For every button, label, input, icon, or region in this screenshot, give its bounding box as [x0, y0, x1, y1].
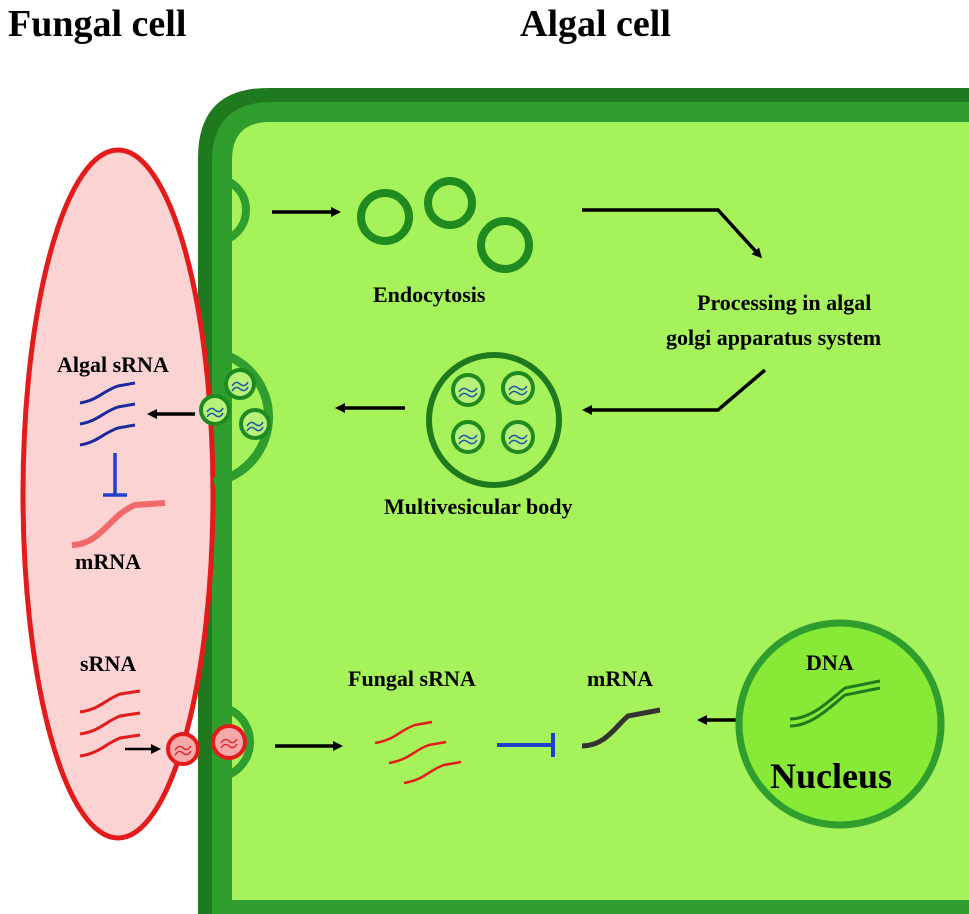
dna-label: DNA [806, 650, 854, 675]
exocytosis-vesicle [224, 368, 256, 400]
arrow-golgi-to-mvb [582, 368, 767, 415]
mvb-vesicle [501, 420, 535, 454]
fungal-mrna-label: mRNA [75, 549, 141, 574]
nucleus [735, 619, 945, 829]
processing-label-line2: golgi apparatus system [666, 325, 881, 350]
inhibition-symbol-fungal [103, 453, 127, 497]
fungal-mrna-strand [71, 500, 166, 548]
fungal-srna-in-algal-strands [374, 720, 462, 785]
multivesicular-body-label: Multivesicular body [384, 494, 572, 519]
fungal-srna-strands [79, 689, 141, 758]
dna-strand [789, 679, 881, 721]
endocytosis-label: Endocytosis [373, 282, 486, 307]
endocytosis-pit [213, 174, 259, 246]
algal-cell-title: Algal cell [520, 3, 671, 45]
exocytosis-vesicle [199, 394, 231, 426]
fungal-vesicle [211, 724, 247, 760]
mvb-vesicle [451, 420, 485, 454]
processing-label-line1: Processing in algal [697, 290, 871, 315]
endocytic-vesicle [357, 189, 413, 245]
exocytosis-bulge [199, 347, 279, 487]
fungal-srna-label: sRNA [80, 651, 136, 676]
algal-srna-strands [79, 381, 136, 447]
inhibition-symbol-algal [497, 733, 555, 757]
endocytic-vesicle [477, 217, 533, 273]
endocytosis-vesicles [357, 177, 533, 273]
mvb-vesicle [451, 373, 485, 407]
mvb-vesicle [501, 371, 535, 405]
arrow-to-golgi [582, 208, 763, 259]
fungal-srna-in-algal-label: Fungal sRNA [348, 666, 476, 691]
dna-strand [789, 686, 881, 728]
exocytosis-vesicle [239, 408, 271, 440]
algal-mrna-label: mRNA [587, 666, 653, 691]
fungal-cell-title: Fungal cell [8, 3, 186, 45]
algal-mrna-strand [581, 707, 661, 749]
algal-srna-label: Algal sRNA [57, 352, 169, 377]
endocytic-vesicle [424, 177, 476, 229]
multivesicular-body [426, 352, 562, 488]
nucleus-label: Nucleus [770, 756, 892, 796]
fungal-vesicle [166, 732, 200, 766]
